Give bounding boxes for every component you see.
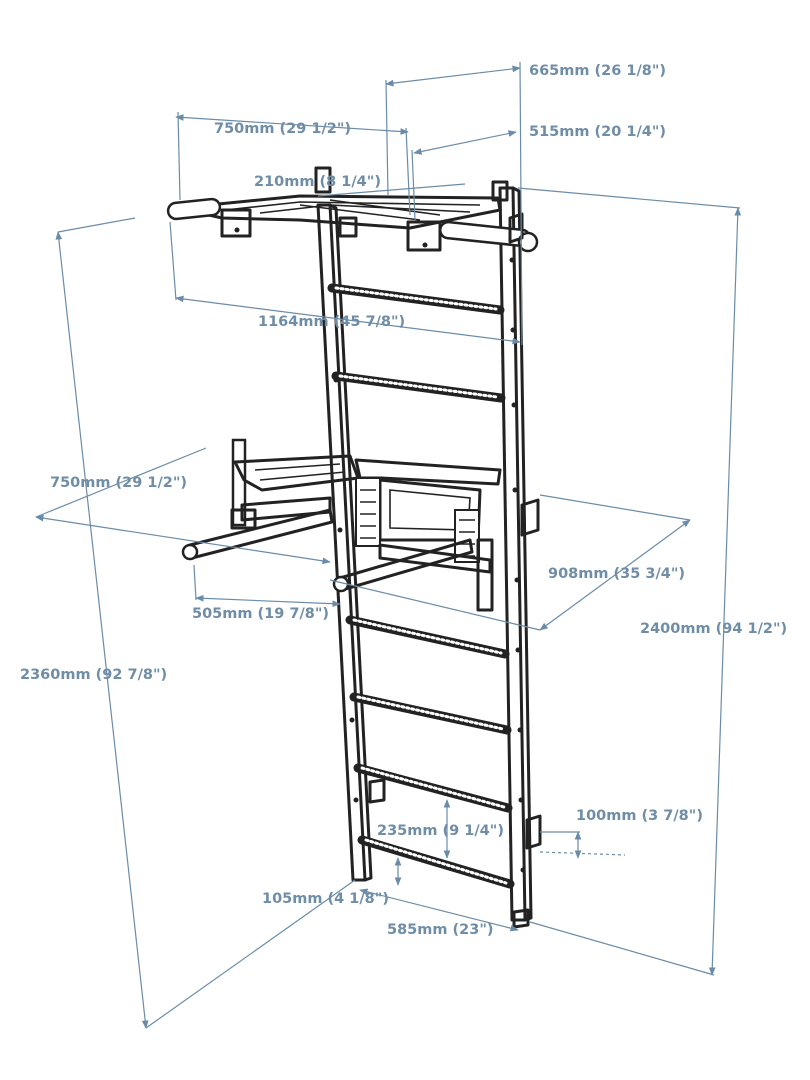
dim-label-235: 235mm (9 1/4"): [377, 823, 504, 839]
pullup-bar: [166, 166, 539, 253]
dim-label-908: 908mm (35 3/4"): [548, 566, 685, 582]
dim-label-515: 515mm (20 1/4"): [529, 124, 666, 140]
dim-label-505: 505mm (19 7/8"): [192, 606, 329, 622]
dim-label-665: 665mm (26 1/8"): [529, 63, 666, 79]
rail-holes: [333, 257, 526, 873]
dim-label-2400: 2400mm (94 1/2"): [640, 621, 787, 637]
dimension-lines: [35, 61, 742, 1029]
dim-label-585: 585mm (23"): [387, 922, 494, 938]
dim-label-2360: 2360mm (92 7/8"): [20, 667, 167, 683]
dim-label-210: 210mm (8 1/4"): [254, 174, 381, 190]
dim-label-105: 105mm (4 1/8"): [262, 891, 389, 907]
dim-label-750-dip: 750mm (29 1/2"): [50, 475, 187, 491]
dimension-labels: 665mm (26 1/8") 750mm (29 1/2") 515mm (2…: [20, 63, 787, 938]
dim-label-1164: 1164mm (45 7/8"): [258, 314, 405, 330]
dim-label-750-top: 750mm (29 1/2"): [214, 121, 351, 137]
dim-label-100: 100mm (3 7/8"): [576, 808, 703, 824]
dip-station: [181, 438, 540, 612]
